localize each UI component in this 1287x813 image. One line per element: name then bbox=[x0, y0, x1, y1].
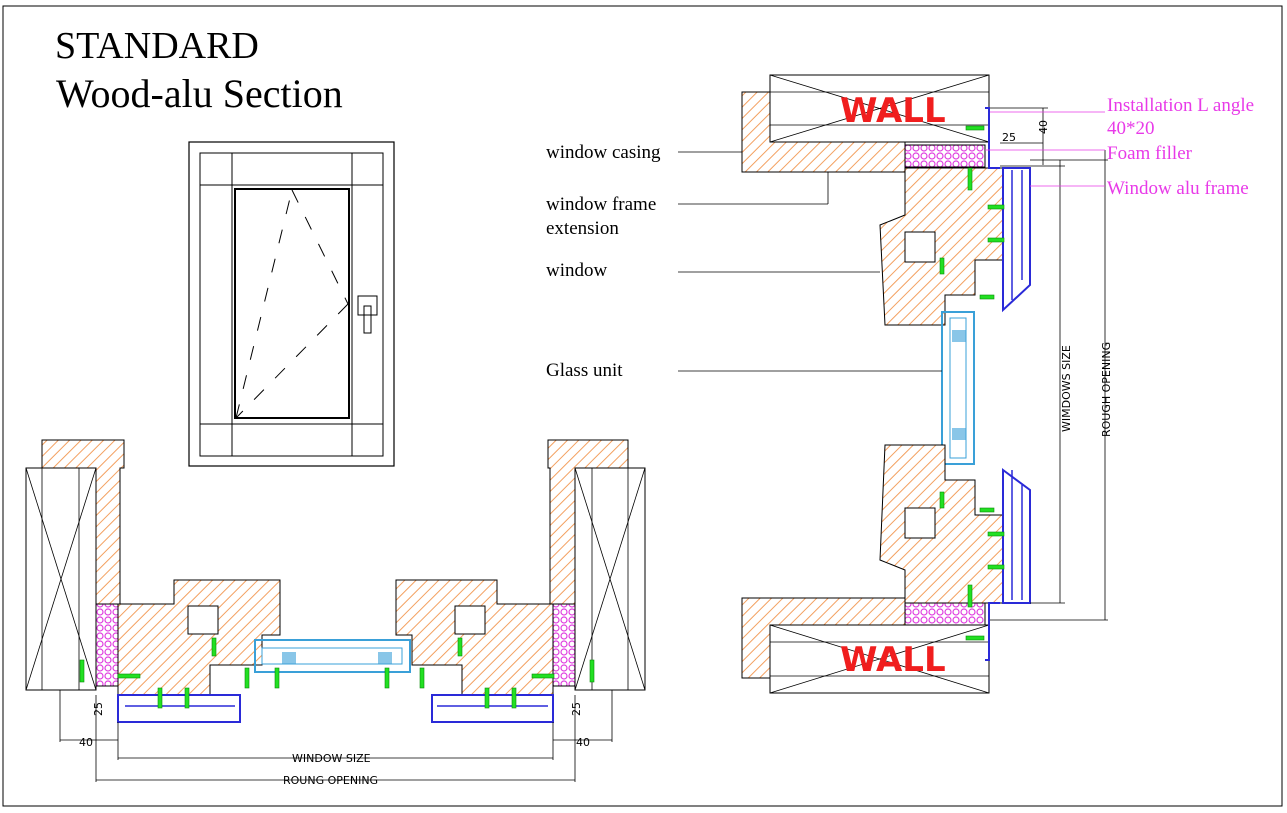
horizontal-section: 25 40 25 40 WINDOW SIZE ROUNG OPENING bbox=[25, 439, 646, 787]
dim-25-right: 25 bbox=[570, 702, 583, 716]
window-elevation bbox=[188, 141, 395, 467]
dim-40-top: 40 bbox=[1037, 120, 1050, 134]
callout-window-frame-extension-1: window frame bbox=[546, 194, 656, 215]
dim-rough-opening-vertical: ROUGH OPENING bbox=[1100, 342, 1113, 437]
wall-label-top: WALL bbox=[840, 91, 946, 131]
dim-25-left: 25 bbox=[92, 702, 105, 716]
wall-label-bottom: WALL bbox=[840, 640, 946, 680]
callout-window-casing: window casing bbox=[546, 142, 661, 163]
dim-40-left: 40 bbox=[79, 736, 93, 749]
handle-icon bbox=[357, 295, 378, 316]
callout-glass-unit: Glass unit bbox=[546, 360, 623, 381]
callout-installation-l-angle-1: Installation L angle bbox=[1107, 95, 1254, 116]
dim-40-right: 40 bbox=[576, 736, 590, 749]
callout-window-frame-extension-2: extension bbox=[546, 218, 619, 239]
dim-25-top: 25 bbox=[1002, 131, 1016, 144]
title-line1: STANDARD bbox=[55, 25, 259, 67]
callout-foam-filler: Foam filler bbox=[1107, 143, 1193, 164]
drawing-border bbox=[2, 5, 1283, 807]
title-line2: Wood-alu Section bbox=[56, 71, 343, 116]
callout-window-alu-frame: Window alu frame bbox=[1107, 178, 1249, 199]
dim-rough-opening-horizontal: ROUNG OPENING bbox=[283, 774, 378, 787]
dim-windows-size-vertical: WIMDOWS SIZE bbox=[1060, 345, 1073, 432]
callout-window: window bbox=[546, 260, 608, 281]
callout-installation-l-angle-2: 40*20 bbox=[1107, 118, 1155, 139]
dim-window-size-horizontal: WINDOW SIZE bbox=[292, 752, 371, 765]
vertical-section: WALL WALL bbox=[678, 74, 1113, 694]
